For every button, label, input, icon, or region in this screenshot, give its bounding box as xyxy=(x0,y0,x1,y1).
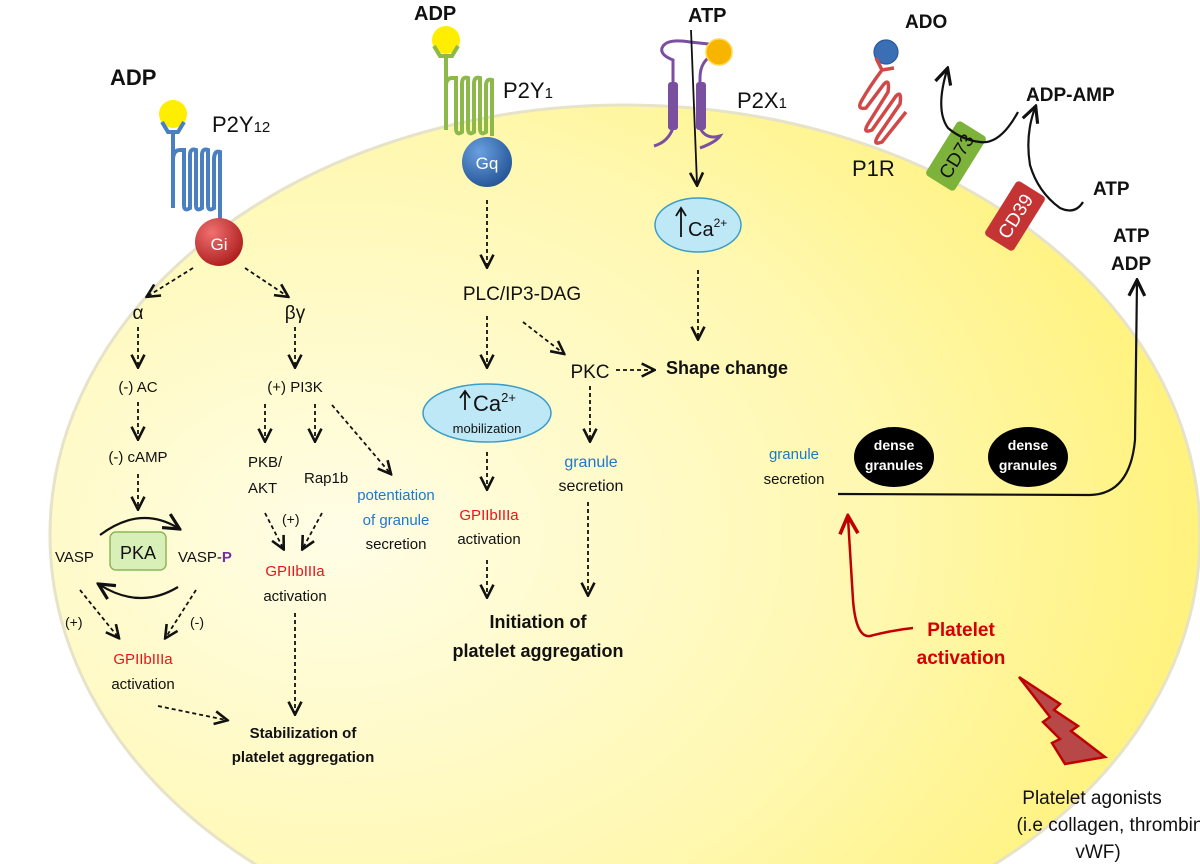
pkc-label: PKC xyxy=(570,362,609,383)
gpiibiiia-label-center: GPIIbIIIa xyxy=(459,507,519,524)
p2x1-label: P2X1 xyxy=(737,88,787,113)
p2y12-pathway-labels: α βγ (-) AC (-) cAMP VASP PKA VASP-P (+)… xyxy=(55,303,435,766)
cd73-box xyxy=(926,121,986,191)
p2y1-pathway-arrows xyxy=(487,200,653,596)
gi-protein-label: Gi xyxy=(211,235,228,254)
dense-granule-1-label-line2: granules xyxy=(865,457,924,473)
cd73-enzyme: CD73 xyxy=(926,70,1019,191)
platelet-activation-label-line1: Platelet xyxy=(927,620,995,641)
cd39-box xyxy=(985,181,1045,251)
atp-ligand-label-center: ATP xyxy=(688,5,727,27)
plc-ip3-dag-label: PLC/IP3-DAG xyxy=(463,284,581,305)
adp-ligand-label-left: ADP xyxy=(110,65,156,90)
stabilization-label-line2: platelet aggregation xyxy=(232,749,375,766)
dense-granule-2-label-line2: granules xyxy=(999,457,1058,473)
up-arrow-icon xyxy=(675,206,687,237)
potentiation-label-line2: of granule xyxy=(363,512,430,529)
calcium-mobilization-ellipse xyxy=(422,383,552,443)
atp-label-right: ATP xyxy=(1093,179,1130,200)
p2y1-receptor: ADP P2Y1 Gq xyxy=(414,3,553,187)
granule-label-right: granule xyxy=(769,446,819,463)
pka-box xyxy=(109,531,167,571)
p2y12-receptor: ADP P2Y12 Gi xyxy=(110,65,270,266)
gq-protein-icon xyxy=(462,137,512,187)
ado-ligand-label: ADO xyxy=(905,12,947,33)
beta-gamma-subunit-label: βγ xyxy=(285,303,306,324)
atp-released-label: ATP xyxy=(1113,226,1150,247)
gpiibiiia-label-left: GPIIbIIIa xyxy=(113,651,173,668)
dense-granule-1 xyxy=(854,427,934,487)
dense-granule-secretion: granule secretion dense granules dense g… xyxy=(764,282,1137,497)
minus-effect-label: (-) xyxy=(190,614,204,630)
secretion-label-right: secretion xyxy=(764,471,825,488)
alpha-subunit-label: α xyxy=(133,303,144,324)
adp-ligand-icon-center xyxy=(432,26,460,54)
secretion-label-center: secretion xyxy=(559,478,624,495)
calcium-influx-label: Ca2+ xyxy=(688,216,727,241)
lightning-bolt-icon xyxy=(1018,675,1109,766)
adp-released-label: ADP xyxy=(1111,254,1151,275)
gpiibiiia-label-mid: GPIIbIIIa xyxy=(265,563,325,580)
dense-granule-1-label-line1: dense xyxy=(874,437,915,453)
vasp-label: VASP xyxy=(55,549,94,566)
platelet-activation-arrow xyxy=(848,518,914,638)
activation-label-center: activation xyxy=(457,531,520,548)
dense-granule-2-label-line1: dense xyxy=(1008,437,1049,453)
pkb-label-line2: AKT xyxy=(248,480,277,497)
ac-label: (-) AC xyxy=(118,379,157,396)
adp-ligand-icon xyxy=(159,100,187,128)
mobilization-label: mobilization xyxy=(453,421,522,436)
potentiation-label-line3: secretion xyxy=(366,536,427,553)
p2x1-pathway: Ca2+ Shape change xyxy=(654,197,788,378)
pka-label: PKA xyxy=(120,543,156,563)
p1r-receptor-icon xyxy=(858,57,908,145)
calcium-label: Ca2+ xyxy=(473,390,516,416)
p2y1-label: P2Y1 xyxy=(503,78,553,103)
initiation-label-line2: platelet aggregation xyxy=(452,641,623,661)
plus-mid-label: (+) xyxy=(282,511,300,527)
p2y1-pathway-labels: PLC/IP3-DAG Ca2+ mobilization GPIIbIIIa … xyxy=(422,284,624,661)
p2x1-receptor: ATP P2X1 xyxy=(653,5,787,184)
p2y12-label: P2Y12 xyxy=(212,112,270,137)
gq-protein-label: Gq xyxy=(476,154,499,173)
camp-label: (-) cAMP xyxy=(108,449,167,466)
activation-label-left: activation xyxy=(111,676,174,693)
platelet-agonists: Platelet agonists (i.e collagen, thrombi… xyxy=(1017,675,1200,863)
stabilization-label-line1: Stabilization of xyxy=(250,725,358,742)
initiation-label-line1: Initiation of xyxy=(490,612,588,632)
pkb-label-line1: PKB/ xyxy=(248,454,283,471)
rap1b-label: Rap1b xyxy=(304,470,348,487)
adp-amp-label: ADP-AMP xyxy=(1026,85,1115,106)
pi3k-label: (+) PI3K xyxy=(267,379,322,396)
gi-protein-icon xyxy=(195,218,243,266)
extracellular-nucleotide-labels: ADP-AMP ATP ATP ADP xyxy=(1026,85,1151,275)
platelet-activation-label-line2: activation xyxy=(917,648,1006,669)
vasp-p-label: VASP-P xyxy=(178,549,232,566)
agonists-label-line3: vWF) xyxy=(1075,842,1120,863)
shape-change-label: Shape change xyxy=(666,358,788,378)
p2y1-receptor-icon xyxy=(432,44,494,136)
ado-ligand-icon xyxy=(873,39,899,65)
platelet-activation: Platelet activation xyxy=(848,518,1005,669)
up-arrow-icon xyxy=(459,389,471,410)
granule-label-center: granule xyxy=(564,454,617,471)
p2x1-receptor-icon xyxy=(653,39,724,150)
p1r-label: P1R xyxy=(852,156,895,181)
p2y12-receptor-icon xyxy=(160,120,222,228)
p1r-receptor: ADO P1R xyxy=(852,12,947,181)
p2y12-pathway-arrows xyxy=(79,267,390,720)
platelet-cell xyxy=(48,103,1200,864)
plus-effect-label: (+) xyxy=(65,614,83,630)
dense-granule-2 xyxy=(988,427,1068,487)
activation-label-mid: activation xyxy=(263,588,326,605)
atp-ligand-icon xyxy=(705,38,733,66)
agonists-label-line2: (i.e collagen, thrombin xyxy=(1017,815,1200,836)
adp-ligand-label-center: ADP xyxy=(414,3,456,25)
secretion-path-arrow xyxy=(837,282,1137,497)
agonists-label-line1: Platelet agonists xyxy=(1022,788,1161,809)
calcium-influx-ellipse xyxy=(654,197,742,253)
potentiation-label-line1: potentiation xyxy=(357,487,435,504)
